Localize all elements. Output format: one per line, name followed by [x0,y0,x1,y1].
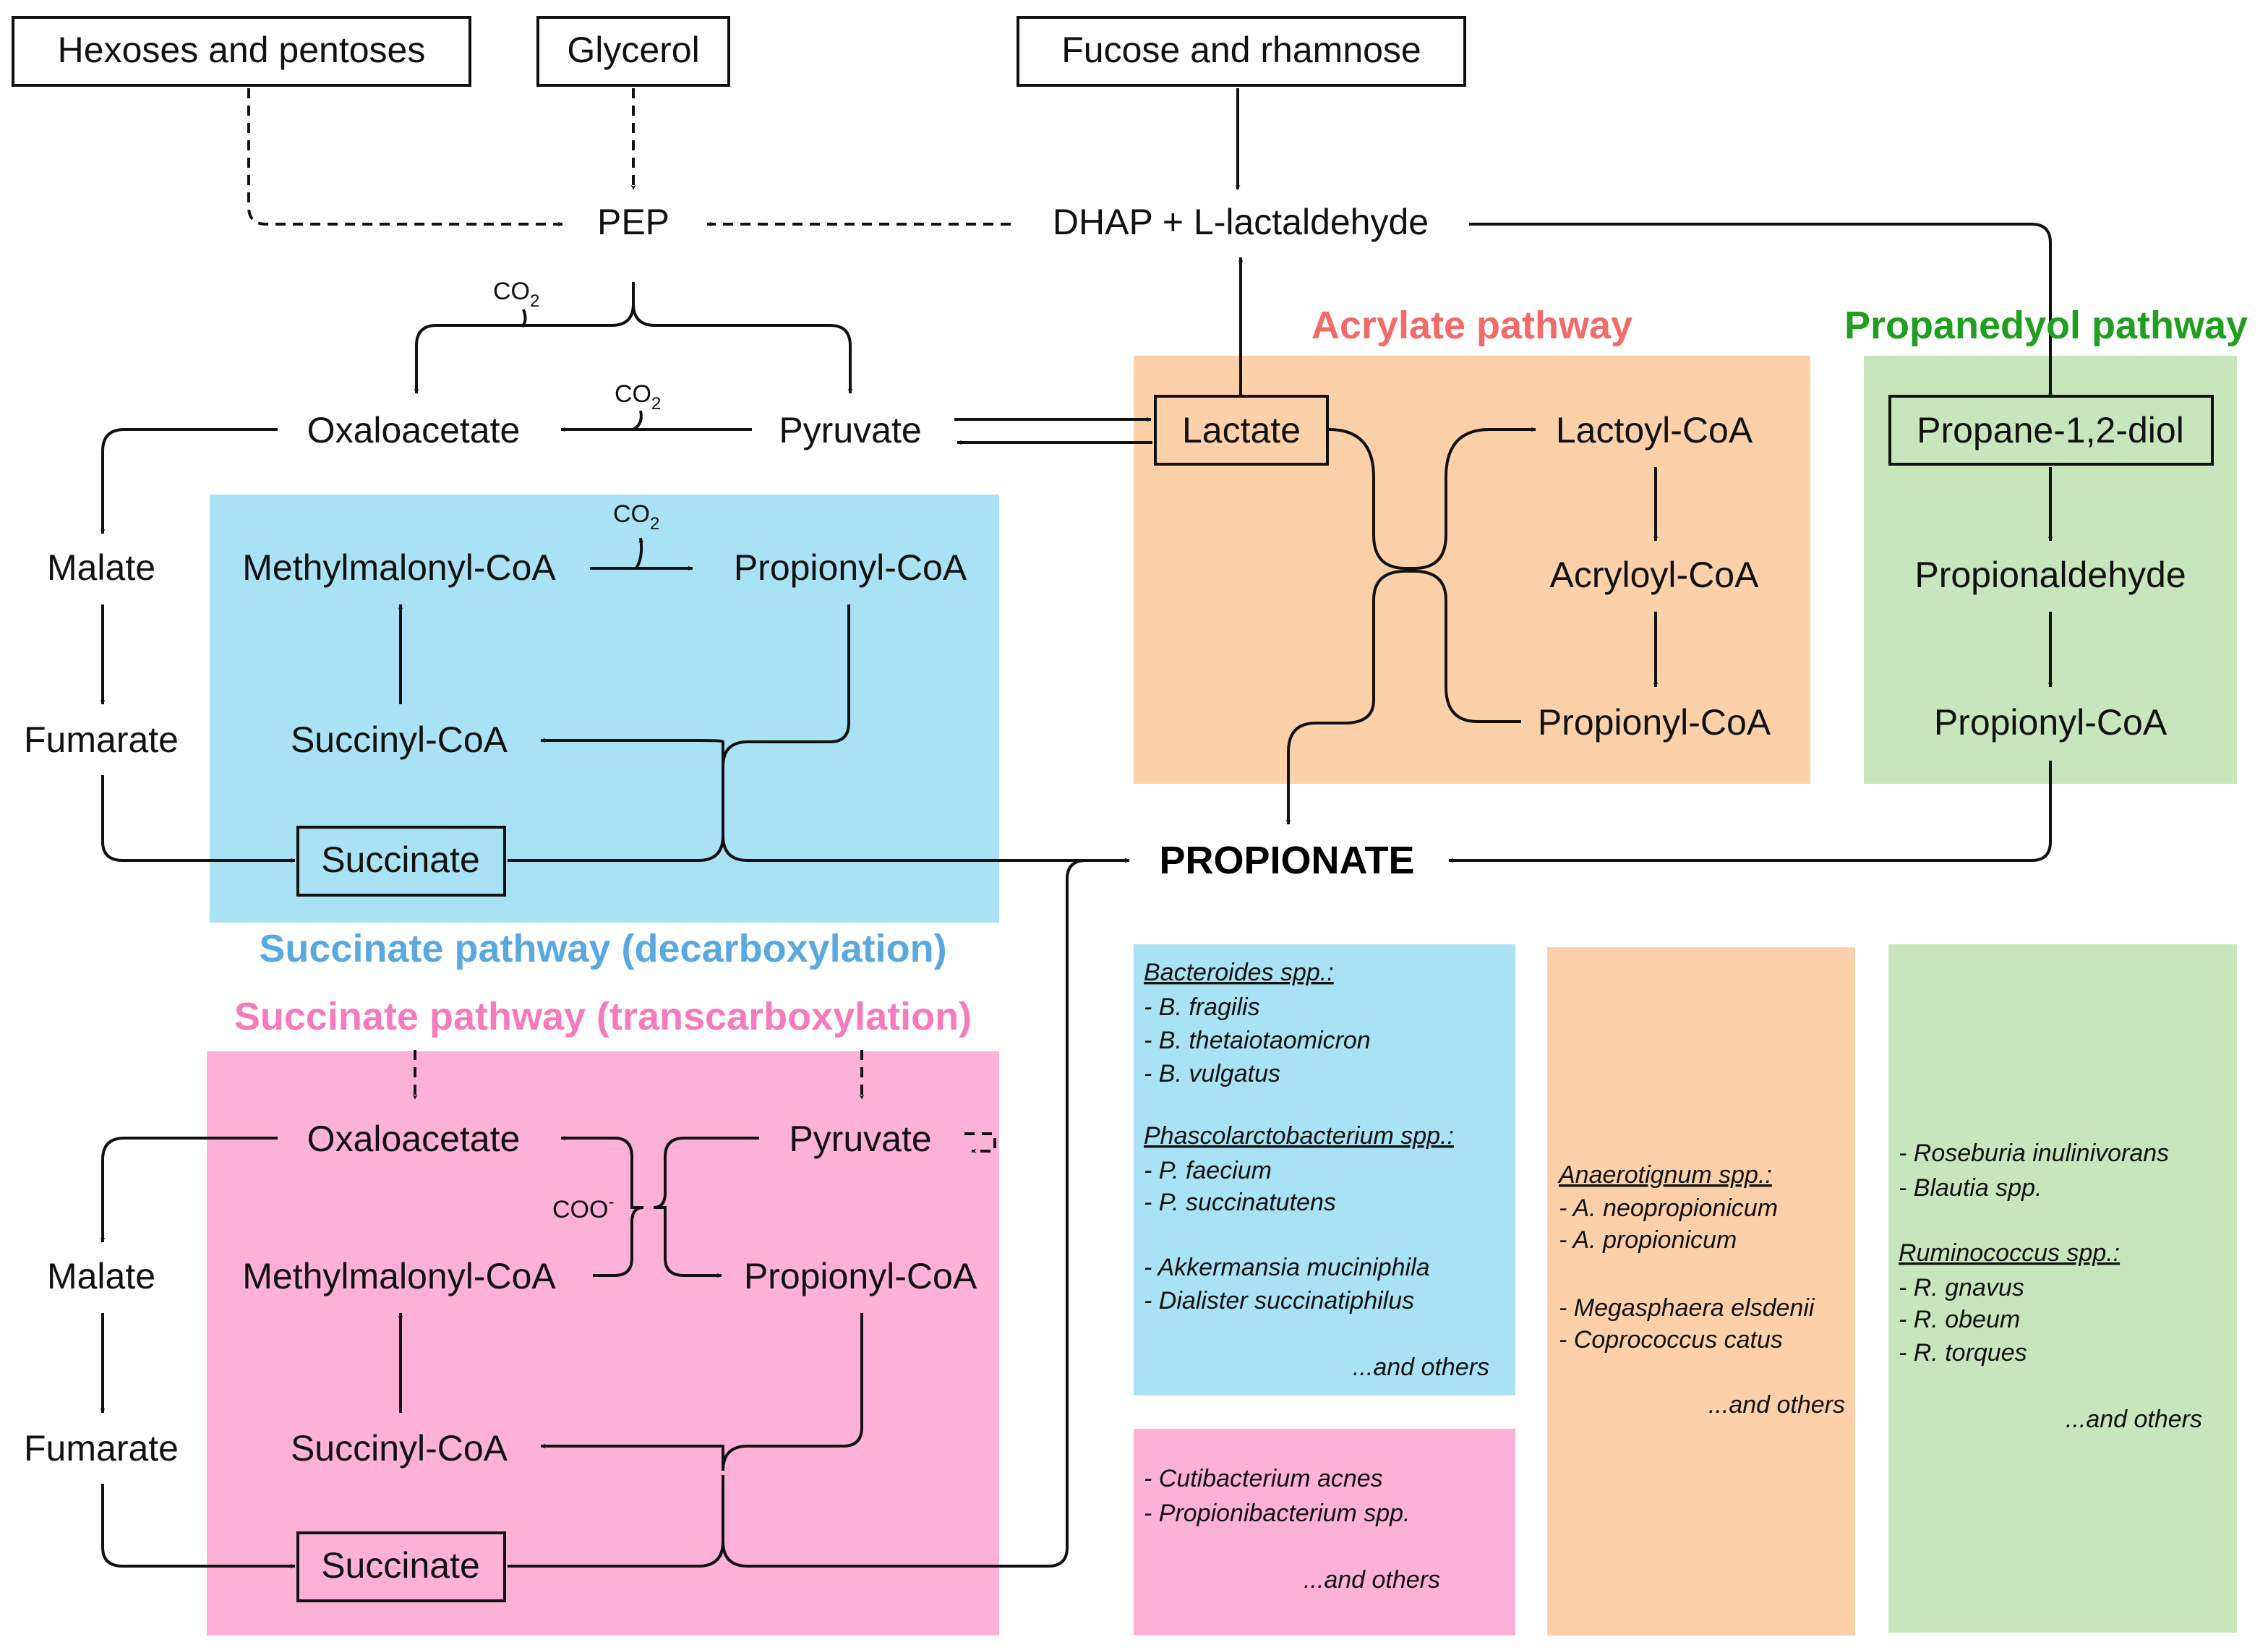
propanediol-propionyl-to-propionate-arrow [1448,761,2052,863]
org-green-line-3: - R. gnavus [1899,1274,2024,1301]
org-blue-others: ...and others [1353,1354,1489,1381]
pyruvate-node: Pyruvate [779,410,921,450]
org-orange-others: ...and others [1708,1391,1845,1419]
transcarb-oxaloacetate-to-malate-arrow [100,1137,278,1243]
org-blue-line-2: - B. thetaiotaomicron [1144,1027,1371,1054]
transcarb-succinate-node: Succinate [321,1545,480,1586]
acrylate-pathway-title: Acrylate pathway [1311,304,1632,347]
org-blue-line-5: - P. succinatutens [1144,1189,1336,1216]
transcarb-succinyl-coa-node: Succinyl-CoA [291,1428,508,1469]
transcarb-pyruvate-node: Pyruvate [789,1119,931,1159]
org-pink-others: ...and others [1304,1566,1440,1594]
transcarb-input-arrow-side [964,1132,996,1154]
decarb-fumarate-node: Fumarate [24,719,179,760]
co2-release-arrow [635,537,644,570]
glycerol-box [536,16,730,87]
lactate-box [1154,395,1329,466]
org-orange-heading-1: Anaerotignum spp.: [1557,1161,1772,1189]
co2-curl-top [521,309,527,328]
hexoses-to-pep-arrow [247,88,563,227]
acrylate-region [1134,356,1810,784]
decarb-malate-node: Malate [47,547,155,588]
hexoses-label: Hexoses and pentoses [58,30,426,70]
co2-label-top: CO2 [493,278,539,311]
decarb-succinate-box [296,826,506,897]
lactate-to-lactoyl-arrow [1328,427,1536,570]
glycerol-label: Glycerol [567,30,699,70]
org-blue-heading-1: Bacteroides spp.: [1144,959,1334,986]
lactate-node: Lactate [1182,410,1301,450]
transcarb-malate-node: Malate [47,1256,155,1296]
dhap-node: DHAP + L-lactaldehyde [1053,202,1429,242]
organisms-blue-box [1134,944,1515,1395]
org-green-line-1: - Roseburia inulinivorans [1899,1140,2169,1167]
coo-label: COO- [552,1192,614,1223]
transcarb-fumarate-to-succinate-arrow [101,1484,296,1569]
acrylate-propionyl-coa-node: Propionyl-CoA [1538,702,1771,743]
propanediol-node: Propane-1,2-diol [1917,410,2184,450]
organisms-orange-box [1547,947,1855,1636]
org-orange-line-2: - A. propionicum [1559,1226,1737,1254]
dhap-to-propanediol-arrow [1469,223,2053,398]
co2-curl-mid [632,410,643,431]
acrylate-propionyl-to-propionate-arrow [1285,570,1521,825]
transcarb-fumarate-node: Fumarate [24,1428,179,1469]
decarb-succinate-node: Succinate [321,839,480,880]
org-pink-line-1: - Cutibacterium acnes [1144,1465,1383,1492]
propanediol-box [1888,395,2214,466]
org-green-line-5: - R. torques [1899,1339,2027,1367]
decarb-fumarate-to-succinate-arrow [101,775,296,863]
oxaloacetate-to-malate-arrow [100,428,278,534]
methylmalonyl-to-oxaloacetate-arrow [560,1135,644,1277]
transcarb-succinate-box [296,1531,506,1602]
transcarb-succinate-to-propionate-arrow [508,858,1130,1568]
org-orange-line-3: - Megasphaera elsdenii [1559,1294,1815,1322]
succinate-decarb-title: Succinate pathway (decarboxylation) [259,927,946,970]
propanediol-region [1864,356,2237,784]
propionaldehyde-node: Propionaldehyde [1914,555,2186,595]
decarb-propionyl-to-succinyl-arrow [540,604,850,767]
decarb-methylmalonyl-coa-node: Methylmalonyl-CoA [242,547,556,588]
org-green-heading-1: Ruminococcus spp.: [1899,1239,2120,1267]
org-blue-line-7: - Dialister succinatiphilus [1144,1287,1414,1315]
propanediol-propionyl-coa-node: Propionyl-CoA [1934,702,2168,743]
succinate-transcarboxylation-region [207,1051,999,1636]
transcarb-propionyl-coa-node: Propionyl-CoA [744,1256,977,1296]
co2-label-mid: CO2 [615,380,661,414]
org-blue-line-6: - Akkermansia muciniphila [1144,1254,1430,1281]
decarb-succinate-to-propionate-arrow [508,750,1130,863]
propionate-node: PROPIONATE [1159,839,1414,882]
co2-label-decarb: CO2 [613,500,659,534]
decarb-succinyl-coa-node: Succinyl-CoA [291,719,508,760]
org-orange-line-4: - Coprococcus catus [1559,1326,1783,1354]
propanediol-pathway-title: Propanedyol pathway [1844,304,2248,347]
succinate-transcarb-title: Succinate pathway (transcarboxylation) [234,995,972,1038]
decarb-propionyl-coa-node: Propionyl-CoA [734,547,967,588]
org-blue-line-4: - P. faecium [1144,1157,1272,1184]
pep-split-arrow-right [632,303,853,394]
transcarb-methylmalonyl-coa-node: Methylmalonyl-CoA [242,1256,556,1296]
org-pink-line-2: - Propionibacterium spp. [1144,1500,1411,1527]
pep-node: PEP [597,202,669,242]
organisms-pink-box [1134,1429,1515,1636]
transcarb-oxaloacetate-node: Oxaloacetate [307,1119,521,1159]
org-green-line-2: - Blautia spp. [1899,1174,2042,1202]
oxaloacetate-node: Oxaloacetate [307,410,521,450]
org-green-line-4: - R. obeum [1899,1306,2020,1333]
fucose-label: Fucose and rhamnose [1061,30,1421,70]
org-blue-line-1: - B. fragilis [1144,993,1260,1021]
transcarb-propionyl-to-succinyl-arrow [540,1313,863,1471]
org-blue-heading-2: Phascolarctobacterium spp.: [1144,1122,1454,1150]
succinate-decarboxylation-region [210,495,999,923]
lactoyl-coa-node: Lactoyl-CoA [1556,410,1753,450]
fucose-box [1017,16,1466,87]
org-blue-line-3: - B. vulgatus [1144,1060,1280,1087]
org-orange-line-1: - A. neopropionicum [1559,1194,1778,1222]
pyruvate-to-propionyl-arrow [653,1137,759,1278]
acryloyl-coa-node: Acryloyl-CoA [1550,555,1760,595]
organisms-green-box [1888,944,2237,1633]
hexoses-box [12,16,471,87]
org-green-others: ...and others [2066,1406,2202,1433]
